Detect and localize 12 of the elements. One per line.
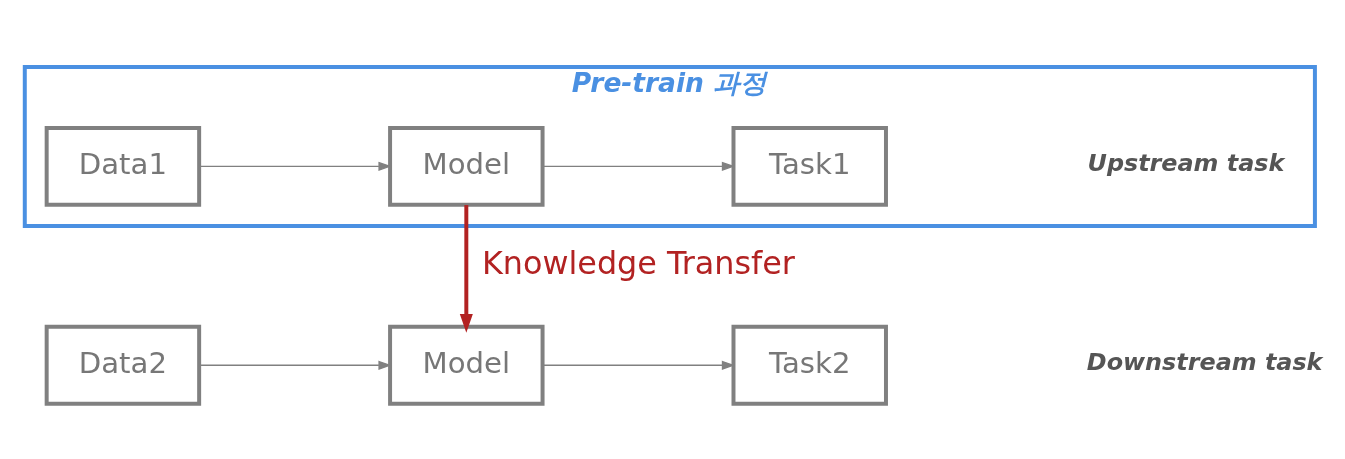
arrow xyxy=(198,161,392,171)
node-box: Model xyxy=(388,125,545,207)
label: Upstream task xyxy=(1087,148,1285,177)
node-box: Data2 xyxy=(44,324,202,406)
node-box: Data1 xyxy=(44,125,202,207)
node-box: Model xyxy=(388,324,545,406)
label: Downstream task xyxy=(1086,347,1323,376)
node-box: Task1 xyxy=(731,125,888,207)
arrow xyxy=(459,204,473,333)
arrow xyxy=(198,360,392,370)
node-box: Task2 xyxy=(731,324,888,406)
edge-label: Knowledge Transfer xyxy=(481,243,795,282)
